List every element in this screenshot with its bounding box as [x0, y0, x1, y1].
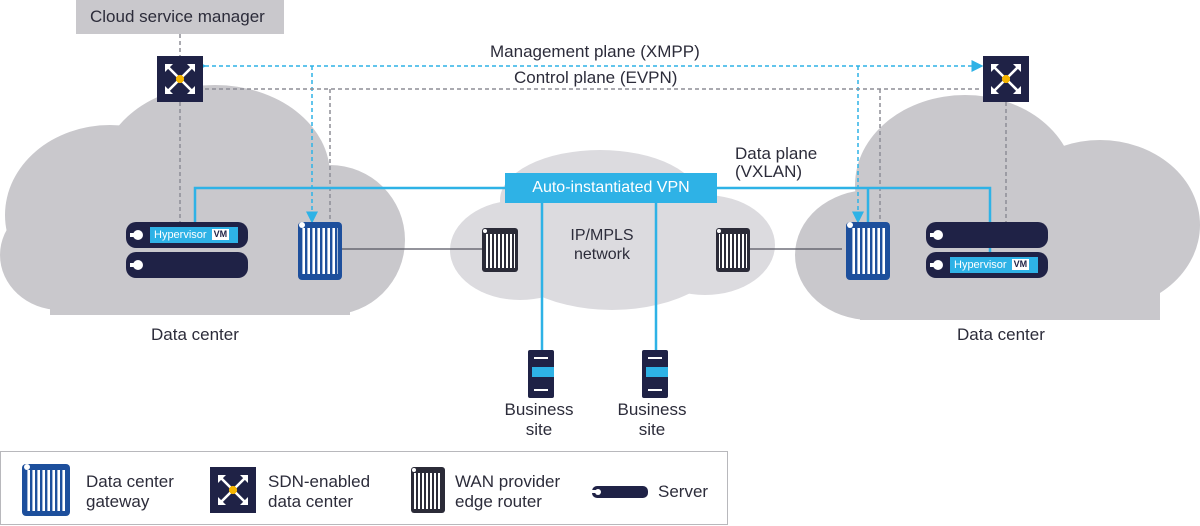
business-site-1-label: Business: [504, 400, 574, 419]
left-datacenter-cloud: [0, 85, 405, 315]
right-datacenter-gateway: [846, 222, 890, 280]
legend-gateway-icon: [22, 464, 70, 516]
legend-wan-router-icon: [411, 467, 445, 513]
left-server-2: [126, 252, 248, 278]
management-plane-links: [194, 60, 984, 224]
legend-gateway-sublabel: gateway: [86, 492, 150, 511]
hypervisor-label: Hypervisor: [154, 229, 207, 241]
right-hypervisor-badge: Hypervisor VM: [950, 257, 1038, 273]
wan-router-left: [482, 228, 518, 272]
legend-gateway-label: Data center: [86, 472, 174, 491]
left-hypervisor-badge: Hypervisor VM: [150, 227, 238, 243]
sdn-controller-right-icon: [981, 54, 1031, 104]
legend-server-label: Server: [658, 482, 709, 501]
data-plane-label: Data plane: [735, 144, 818, 163]
wan-router-right: [716, 228, 750, 272]
left-datacenter-gateway: [298, 222, 342, 280]
legend-wan-label: WAN provider: [455, 472, 561, 491]
right-datacenter-cloud: [795, 95, 1200, 320]
control-plane-links: [179, 34, 1007, 222]
left-datacenter-label: Data center: [151, 325, 239, 344]
legend-sdn-label: SDN-enabled: [268, 472, 371, 491]
control-plane-label: Control plane (EVPN): [514, 68, 678, 87]
cloud-service-manager-label: Cloud service manager: [90, 7, 265, 26]
business-site-2-icon: [642, 350, 668, 398]
vm-badge: VM: [1011, 259, 1030, 270]
business-site-1-icon: [528, 350, 554, 398]
legend-server-icon: [592, 486, 648, 498]
right-server-1: [926, 222, 1048, 248]
legend: [0, 451, 728, 525]
legend-sdn-sublabel: data center: [268, 492, 354, 511]
ip-mpls-network-label: network: [573, 246, 631, 263]
right-datacenter-label: Data center: [957, 325, 1045, 344]
business-site-2-label: Business: [617, 400, 687, 419]
legend-wan-sublabel: edge router: [455, 492, 542, 511]
hypervisor-label: Hypervisor: [954, 259, 1007, 271]
vpn-box: [505, 173, 717, 203]
vpn-label: Auto-instantiated VPN: [532, 179, 690, 196]
ip-mpls-label: IP/MPLS: [570, 227, 634, 244]
management-plane-label: Management plane (XMPP): [490, 42, 700, 61]
cloud-service-manager-box: [76, 0, 284, 34]
data-plane-protocol-label: (VXLAN): [735, 162, 803, 181]
sdn-controller-left-icon: [155, 54, 205, 104]
vm-badge: VM: [211, 229, 230, 240]
business-site-2-sublabel: site: [638, 420, 666, 439]
business-site-1-sublabel: site: [525, 420, 553, 439]
